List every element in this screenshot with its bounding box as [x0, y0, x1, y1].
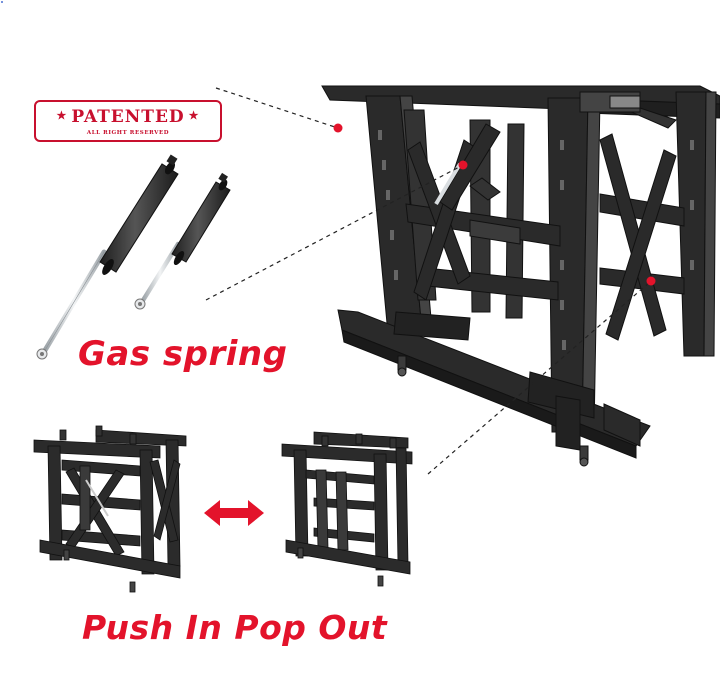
push-pop-caption: Push In Pop Out: [82, 608, 388, 647]
patented-title-row: ★PATENTED★: [36, 107, 220, 127]
badge-subtitle: ALL RIGHT RESERVED: [86, 130, 170, 136]
small-mount-popped-out: [33, 425, 187, 593]
star-icon: ★: [188, 109, 200, 122]
small-mount-pushed-in: [281, 431, 413, 587]
gas-spring-right: [134, 172, 231, 310]
large-frame-holes: [378, 130, 694, 350]
double-headed-arrow-icon: [204, 500, 264, 526]
badge-title: PATENTED: [71, 107, 185, 127]
speck-dot: [1, 1, 3, 3]
large-wall-mount: [321, 85, 720, 467]
gas-spring-left: [36, 154, 179, 360]
patented-badge: ★PATENTED★ ALL RIGHT RESERVED: [34, 100, 222, 142]
callout-lines: [205, 87, 651, 475]
gas-spring-caption: Gas spring: [78, 334, 288, 374]
star-icon: ★: [56, 109, 68, 122]
callout-dots: [333, 123, 656, 286]
